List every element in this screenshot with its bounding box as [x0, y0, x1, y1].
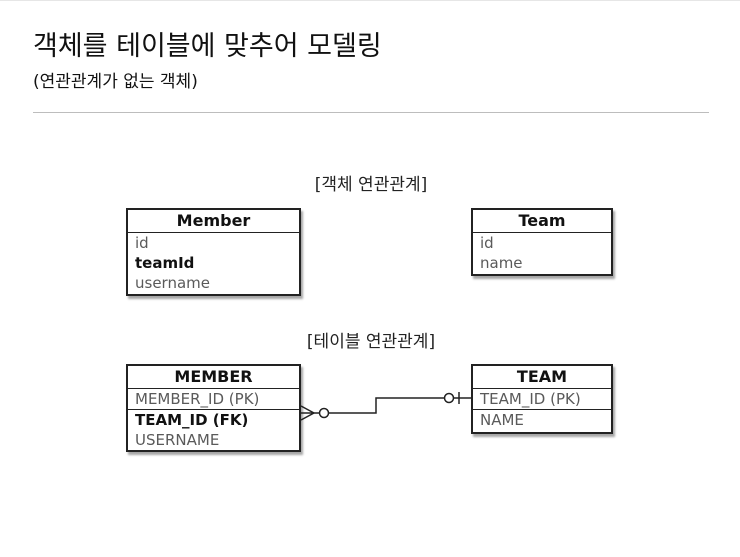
team-table-pk: TEAM_ID (PK): [480, 390, 581, 408]
team-table-name-col: NAME: [480, 411, 524, 429]
member-object-attributes: id teamId username: [128, 233, 299, 293]
member-table-pk-group: MEMBER_ID (PK): [128, 389, 299, 409]
crows-foot-upper: [300, 405, 315, 414]
member-table-pk: MEMBER_ID (PK): [135, 390, 260, 408]
member-object-name: Member: [128, 210, 299, 233]
team-table-name: TEAM: [473, 366, 611, 389]
team-object-box: Team id name: [471, 208, 613, 276]
page-subtitle: (연관관계가 없는 객체): [33, 72, 198, 92]
header-divider: [33, 112, 709, 113]
member-attr-id: id: [135, 234, 149, 252]
relationship-line: [329, 397, 444, 414]
team-table-pk-group: TEAM_ID (PK): [473, 389, 611, 409]
team-attr-name: name: [480, 254, 523, 272]
member-table-box: MEMBER MEMBER_ID (PK) TEAM_ID (FK) USERN…: [126, 364, 301, 452]
member-table-name: MEMBER: [128, 366, 299, 389]
crows-foot-lower: [300, 412, 315, 421]
member-attr-teamid: teamId: [135, 254, 195, 272]
member-table-attr-group: TEAM_ID (FK) USERNAME: [128, 409, 299, 450]
member-table-username: USERNAME: [135, 431, 220, 449]
member-optional-circle: [318, 407, 330, 419]
object-section-label: [객체 연관관계]: [314, 175, 428, 195]
top-border: [0, 0, 740, 1]
member-object-box: Member id teamId username: [126, 208, 301, 296]
member-attr-username: username: [135, 274, 210, 292]
team-table-attr-group: NAME: [473, 409, 611, 430]
table-section-label: [테이블 연관관계]: [306, 332, 436, 352]
member-table-fk: TEAM_ID (FK): [135, 411, 249, 429]
team-object-attributes: id name: [473, 233, 611, 273]
team-table-box: TEAM TEAM_ID (PK) NAME: [471, 364, 613, 434]
page-title: 객체를 테이블에 맞추어 모델링: [33, 31, 382, 62]
team-attr-id: id: [480, 234, 494, 252]
team-optional-circle: [443, 392, 455, 404]
team-object-name: Team: [473, 210, 611, 233]
